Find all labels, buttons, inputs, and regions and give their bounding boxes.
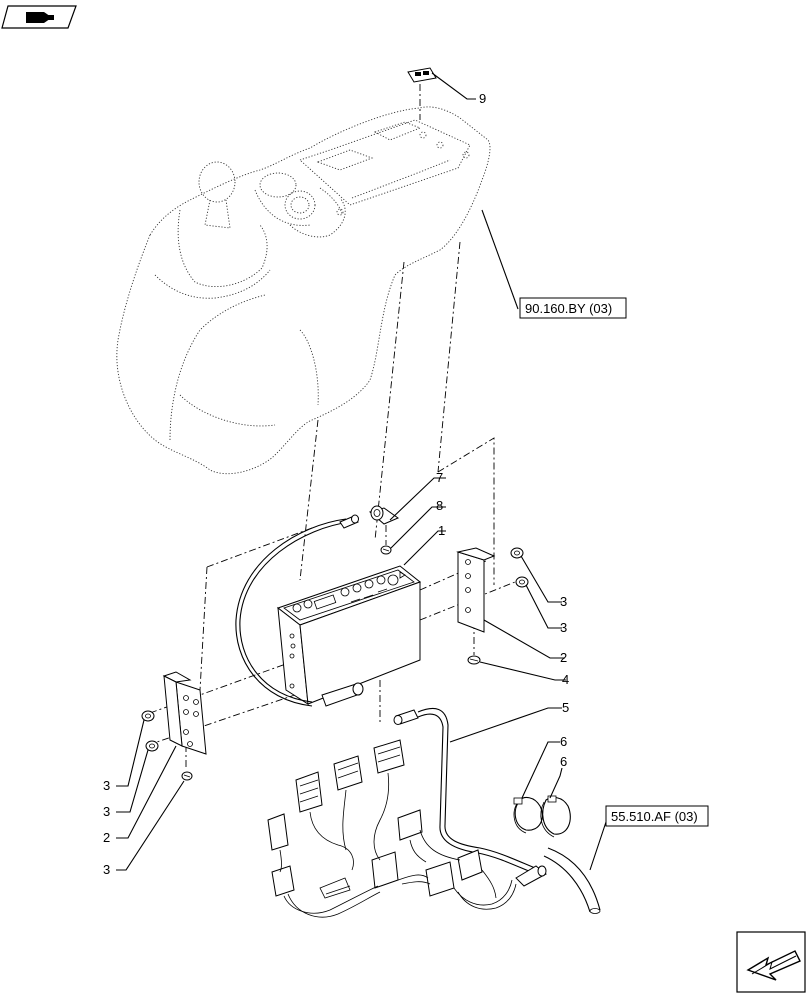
joystick: [177, 161, 268, 288]
leader-1: [403, 530, 446, 566]
unit-cable: [235, 518, 347, 707]
part-7-cable-clip: [368, 505, 400, 525]
leader-harness-ref: [589, 815, 609, 871]
callout-9: 9: [479, 91, 486, 106]
part-6-cable-tie-b: [540, 795, 571, 838]
reference-box-console[interactable]: [519, 297, 627, 319]
leader-9: [431, 72, 476, 100]
callout-6-a: 6: [560, 734, 567, 749]
part-3-nut-right-lower: [515, 576, 529, 588]
callout-1: 1: [438, 523, 445, 538]
leader-3d: [116, 749, 149, 813]
part-3-nut-left-upper: [141, 710, 155, 722]
leader-5: [449, 707, 562, 743]
callout-7: 7: [436, 470, 443, 485]
callout-3-right-upper: 3: [560, 594, 567, 609]
leader-6a: [521, 741, 560, 799]
callout-3-right-lower: 3: [560, 620, 567, 635]
callout-3-left-a: 3: [103, 778, 110, 793]
callout-3-left-b: 3: [103, 804, 110, 819]
leader-3a: [520, 555, 562, 603]
harness-trunk: [543, 847, 601, 914]
leader-console-ref: [481, 209, 519, 310]
callout-6-b: 6: [560, 754, 567, 769]
leader-2b: [116, 745, 177, 839]
leader-8: [390, 506, 446, 549]
callout-2-left: 2: [103, 830, 110, 845]
part-4-screw: [467, 655, 481, 665]
part-9-decal: [407, 67, 437, 83]
operator-console-outline: [116, 106, 491, 475]
console-knobs: [254, 172, 343, 226]
leader-3b: [525, 584, 562, 629]
part-5-wiring-harness: [267, 708, 547, 918]
callout-8: 8: [436, 498, 443, 513]
leader-2a: [483, 619, 565, 659]
part-2-bracket-left: [162, 671, 207, 755]
callout-5: 5: [562, 700, 569, 715]
reference-box-harness[interactable]: [605, 805, 709, 827]
leader-3e: [116, 780, 185, 871]
part-3-screw-left: [181, 771, 193, 781]
part-3-nut-right-upper: [510, 547, 524, 559]
book-navigation-icon[interactable]: [1, 5, 77, 29]
leader-3c: [116, 719, 145, 787]
reference-label-console[interactable]: 90.160.BY (03): [525, 301, 612, 316]
leader-7: [389, 477, 446, 521]
part-8-screw: [380, 545, 392, 555]
next-page-arrow-icon[interactable]: [736, 931, 806, 993]
part-3-nut-left-lower: [145, 740, 159, 752]
reference-label-harness[interactable]: 55.510.AF (03): [611, 809, 698, 824]
part-2-bracket-right: [456, 547, 496, 633]
leader-6b: [549, 767, 563, 799]
part-1-control-unit: [276, 565, 422, 707]
callout-3-left-c: 3: [103, 862, 110, 877]
part-6-cable-tie-a: [513, 796, 543, 834]
leader-4: [479, 661, 566, 681]
callout-2-right: 2: [560, 650, 567, 665]
callout-4: 4: [562, 672, 569, 687]
